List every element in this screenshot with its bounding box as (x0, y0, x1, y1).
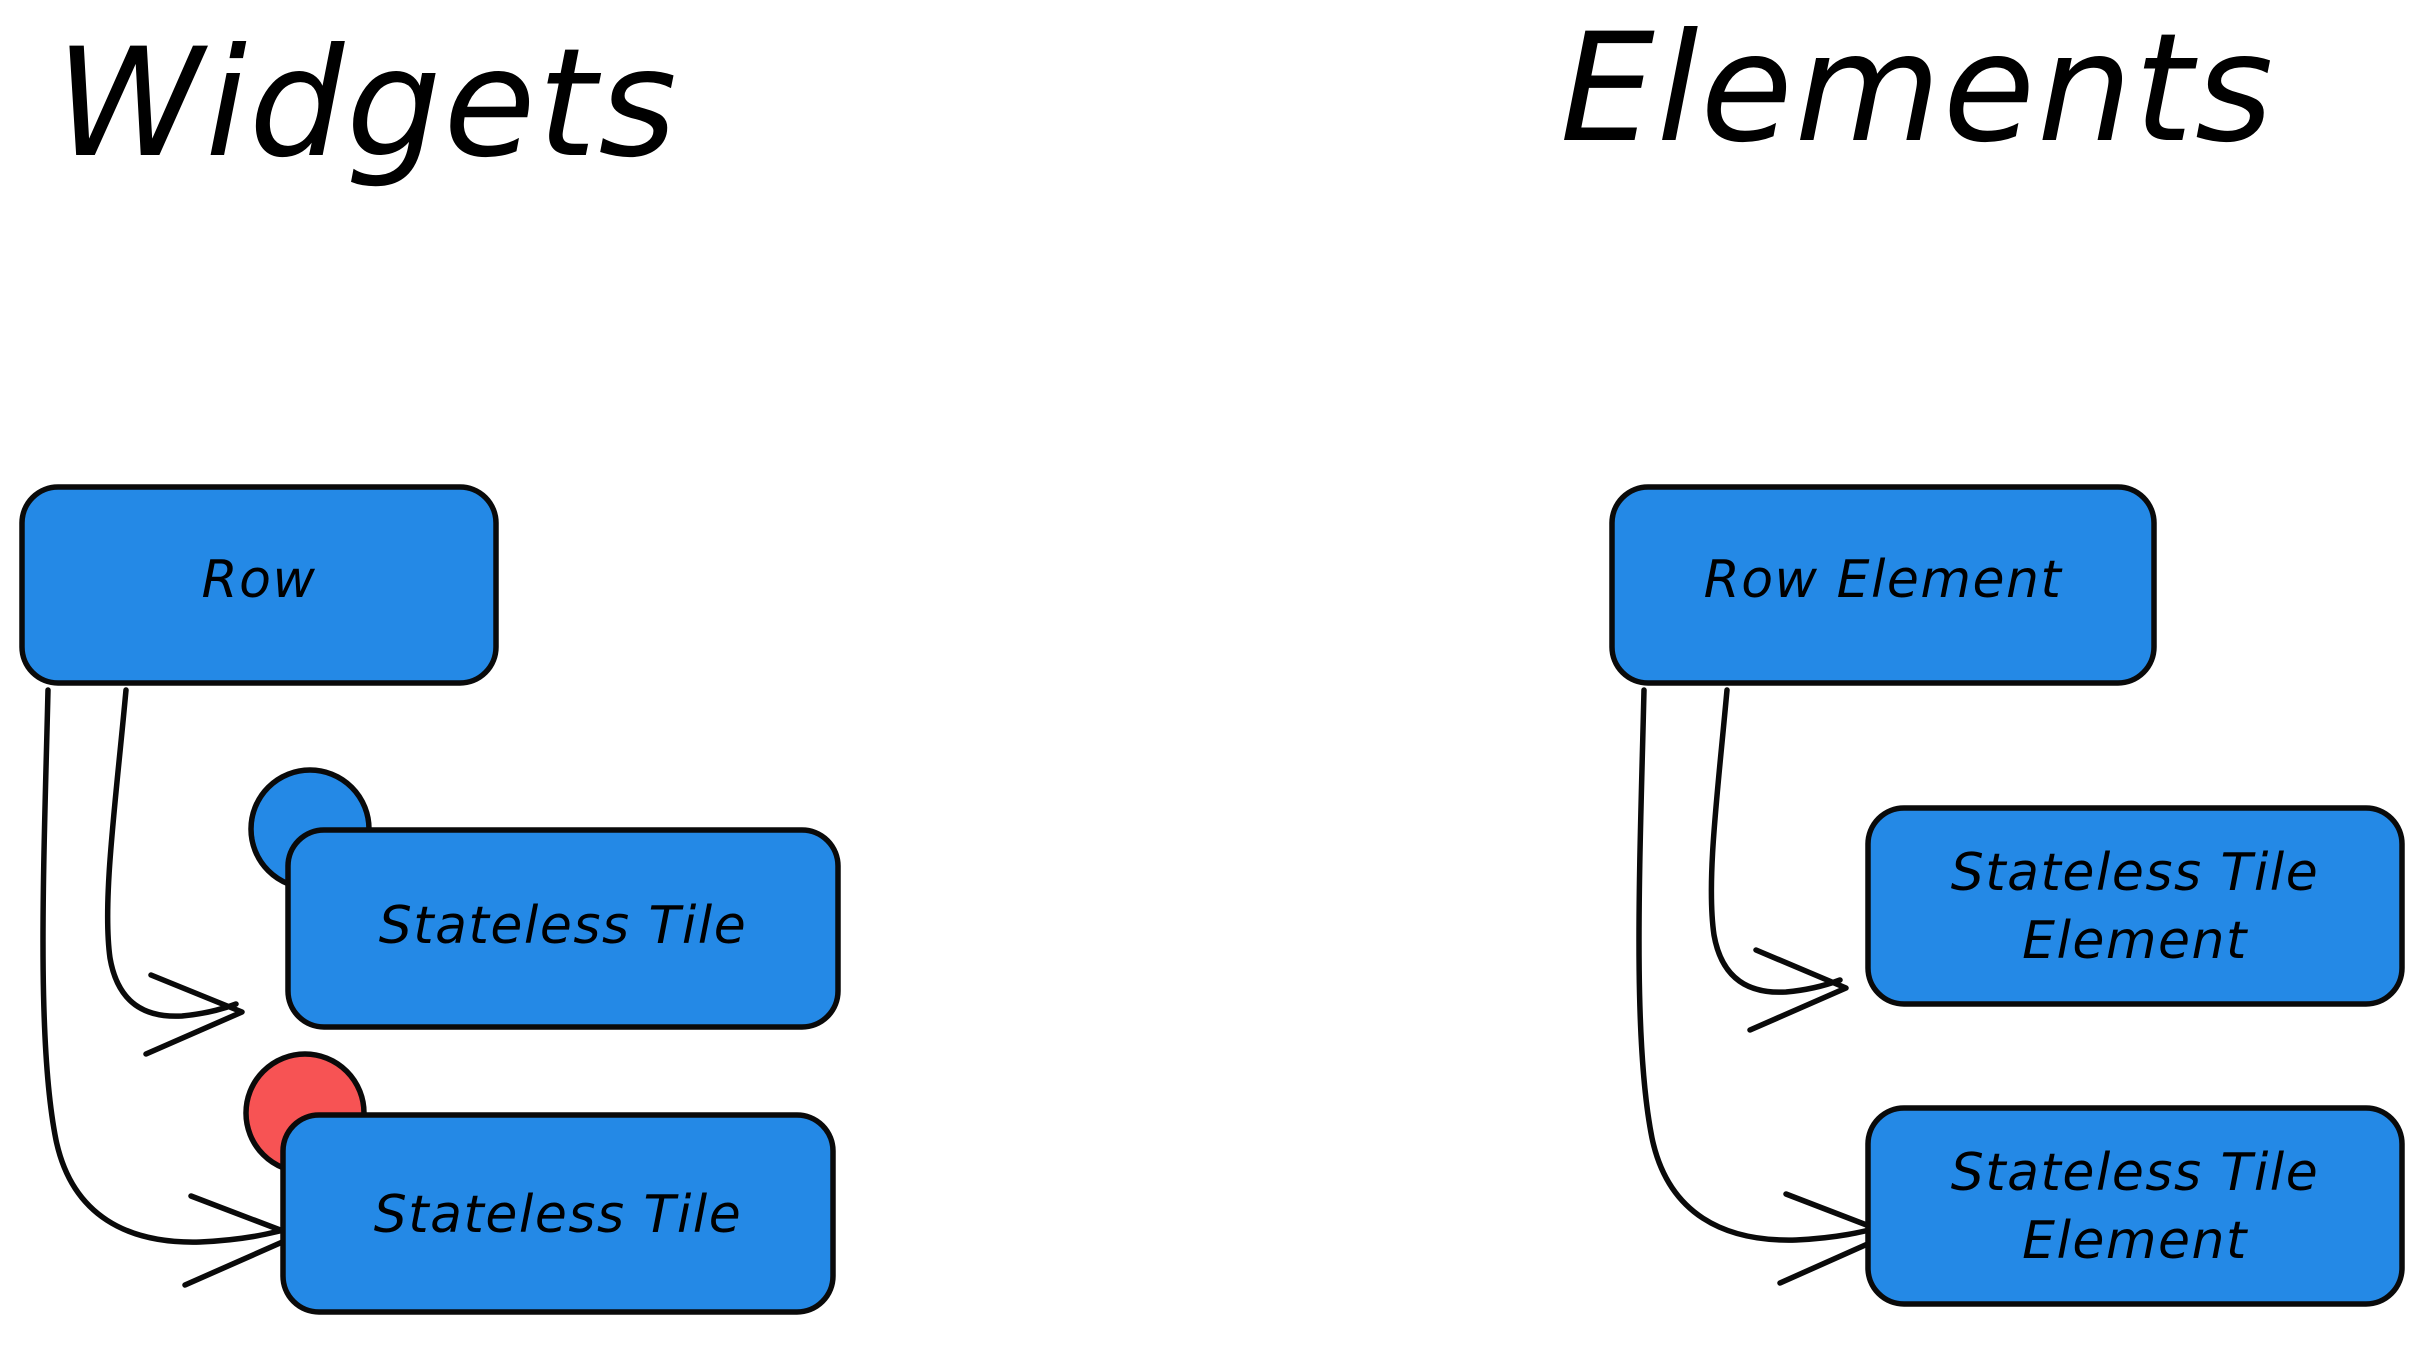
node-stateless-tile-element-1-label-line1: Stateless Tile (1951, 843, 2319, 903)
column-title-elements: Elements (1560, 2, 2275, 176)
node-stateless-tile-2[interactable]: Stateless Tile (280, 1112, 836, 1315)
node-stateless-tile-2-label: Stateless Tile (374, 1185, 742, 1245)
node-stateless-tile-2-shape (280, 1112, 836, 1315)
node-stateless-tile-element-2-label-line2: Element (2022, 1211, 2248, 1271)
node-row-element-label: Row Element (1704, 550, 2063, 610)
edge-row-to-tile2 (40, 687, 299, 1288)
edge-rowelement-to-tileelement2 (1636, 687, 1893, 1286)
node-stateless-tile-element-1[interactable]: Stateless Tile Element (1865, 805, 2405, 1007)
node-row-element-shape (1609, 484, 2157, 686)
node-row-element[interactable]: Row Element (1609, 484, 2157, 686)
node-stateless-tile-element-2-shape (1865, 1105, 2405, 1307)
node-row[interactable]: Row (19, 484, 499, 686)
node-stateless-tile-1-shape (285, 827, 841, 1030)
edge-rowelement-to-tileelement1 (1708, 687, 1849, 1033)
column-title-widgets: Widgets (55, 17, 679, 191)
node-stateless-tile-1-label: Stateless Tile (379, 896, 747, 956)
node-stateless-tile-element-2-label-line1: Stateless Tile (1951, 1143, 2319, 1203)
node-stateless-tile-element-1-label-line2: Element (2022, 911, 2248, 971)
node-row-shape (19, 484, 499, 686)
node-stateless-tile-1[interactable]: Stateless Tile (285, 827, 841, 1030)
edge-row-to-tile1 (104, 687, 245, 1057)
node-row-label: Row (202, 550, 317, 610)
node-stateless-tile-element-1-shape (1865, 805, 2405, 1007)
node-stateless-tile-element-2[interactable]: Stateless Tile Element (1865, 1105, 2405, 1307)
